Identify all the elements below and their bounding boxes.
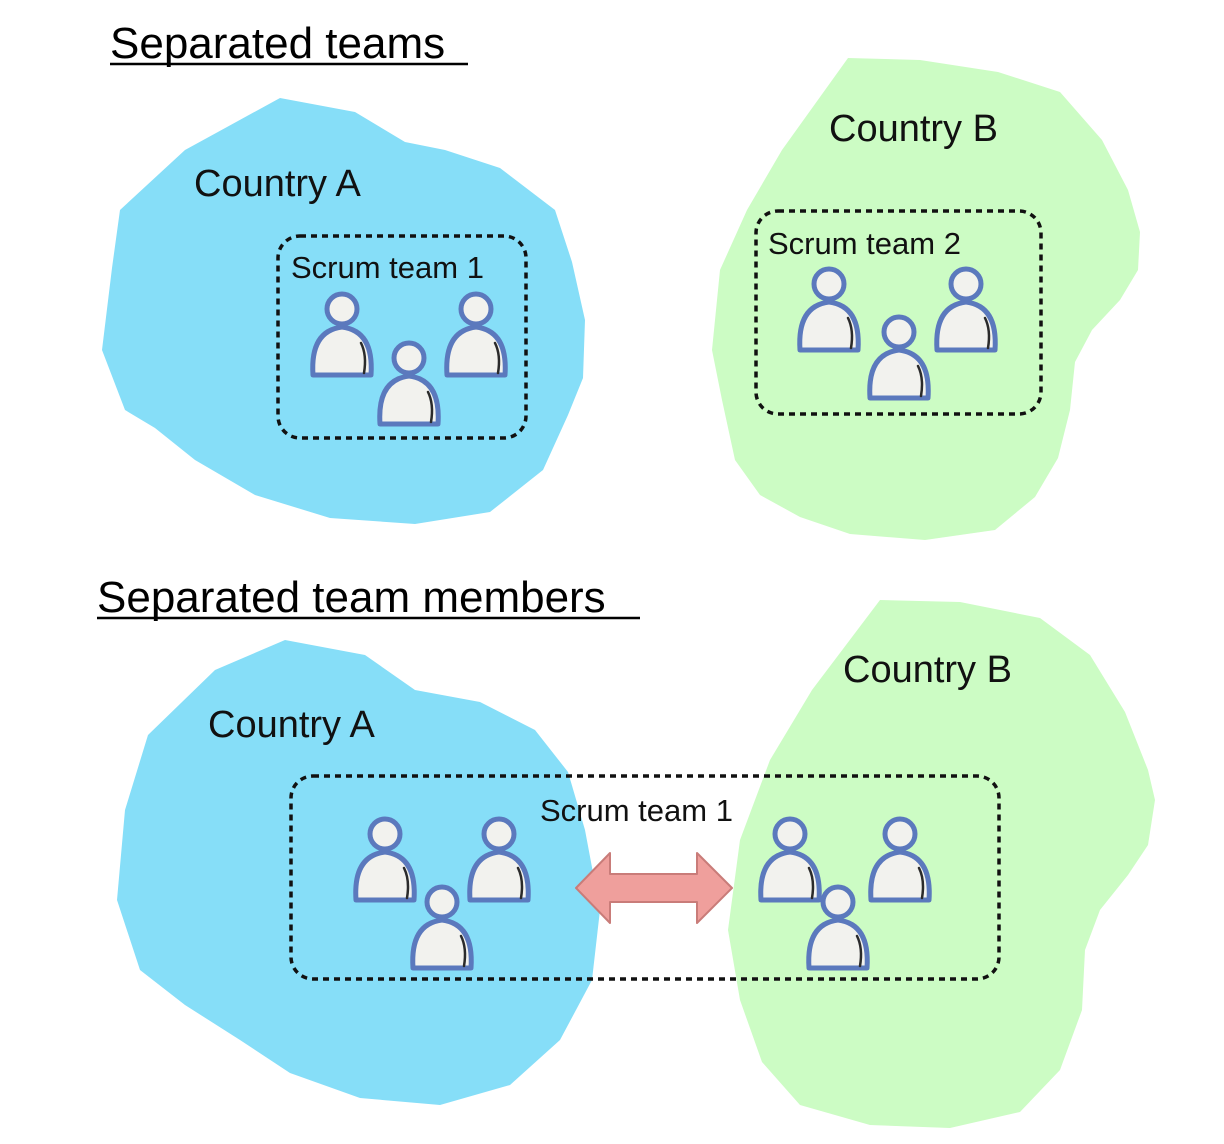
section-title: Separated team members [97,573,606,622]
section-separated-teams: Separated teams Country A Country B Scru… [102,19,1140,540]
scrum-team-1-label: Scrum team 1 [540,793,733,828]
double-arrow-icon [575,852,733,924]
country-a-label: Country A [194,163,362,205]
scrum-team-2-box [754,209,1043,416]
scrum-team-1-box [289,774,1001,981]
scrum-team-1-box [276,234,528,440]
scrum-team-1-label: Scrum team 1 [291,250,484,285]
country-b-region [712,58,1140,540]
country-b-label: Country B [829,108,998,150]
section-separated-team-members: Separated team members Country A Country… [97,573,1155,1128]
country-a-label: Country A [208,704,376,746]
country-b-label: Country B [843,649,1012,691]
country-b-region [728,600,1155,1128]
section-title: Separated teams [110,19,445,68]
scrum-team-2-label: Scrum team 2 [768,226,961,261]
